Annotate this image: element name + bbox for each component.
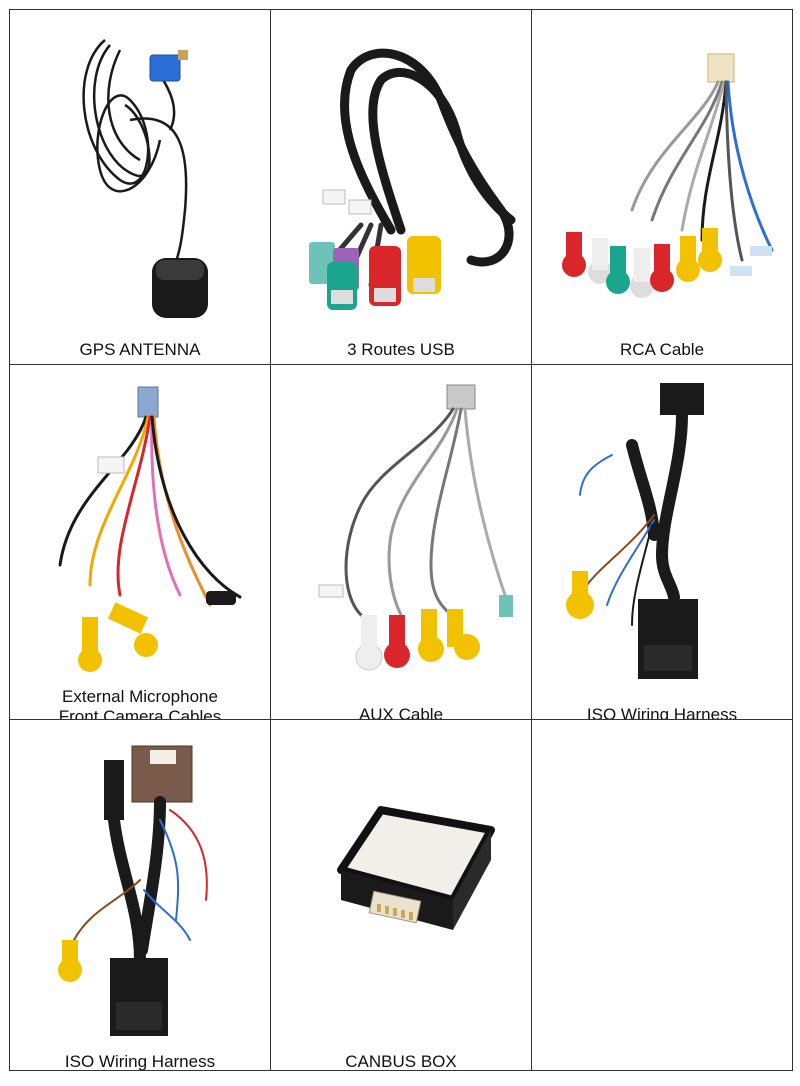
product-caption: ISO Wiring Harness [10,1052,270,1070]
grid-line [792,9,793,1071]
iso-harness-image [58,745,208,1036]
grid-line [9,9,793,10]
product-caption: CANBUS BOX [271,1052,531,1070]
product-caption: RCA Cable [532,340,792,360]
caption-line: AUX Cable [358,705,444,719]
caption-line: Front Camera Cables [58,707,222,719]
grid-line [9,9,10,1071]
caption-line: External Microphone [62,687,218,706]
caption-line: ISO Wiring Harness [64,1052,216,1070]
canbus-box-image [337,806,495,930]
product-cell-rca: RCA Cable [532,10,792,364]
caption-line: ISO Wiring Harness [586,705,738,719]
product-caption: External Microphone Front Camera Cables [10,687,270,719]
product-caption: 3 Routes USB [271,340,531,360]
caption-line: RCA Cable [619,340,705,359]
gps-antenna-image [82,39,208,318]
product-cell-mic: External Microphone Front Camera Cables [10,365,270,719]
grid-line [270,9,271,1071]
product-caption: GPS ANTENNA [10,340,270,360]
product-cell-usb: 3 Routes USB [271,10,531,364]
caption-line: CANBUS BOX [345,1052,457,1070]
grid-line [9,364,793,365]
product-caption: AUX Cable [271,705,531,719]
iso-harness-image [566,383,704,679]
product-cell-iso-2: ISO Wiring Harness [10,720,270,1070]
product-grid: GPS ANTENNA 3 Routes [9,9,793,1071]
aux-cable-image [318,384,513,671]
product-cell-iso-1: ISO Wiring Harness [532,365,792,719]
microphone-camera-cable-image [58,386,242,672]
grid-line [9,719,793,720]
product-cell-aux: AUX Cable [271,365,531,719]
caption-line: 3 Routes USB [347,340,455,359]
grid-line [9,1070,793,1071]
caption-line: GPS ANTENNA [79,340,201,359]
product-cell-canbus: CANBUS BOX [271,720,531,1070]
product-caption: ISO Wiring Harness [532,705,792,719]
product-cell-empty [532,720,792,1070]
grid-line [531,9,532,1071]
rca-cable-image [562,53,774,298]
product-cell-gps: GPS ANTENNA [10,10,270,364]
usb-cable-image [309,48,516,310]
